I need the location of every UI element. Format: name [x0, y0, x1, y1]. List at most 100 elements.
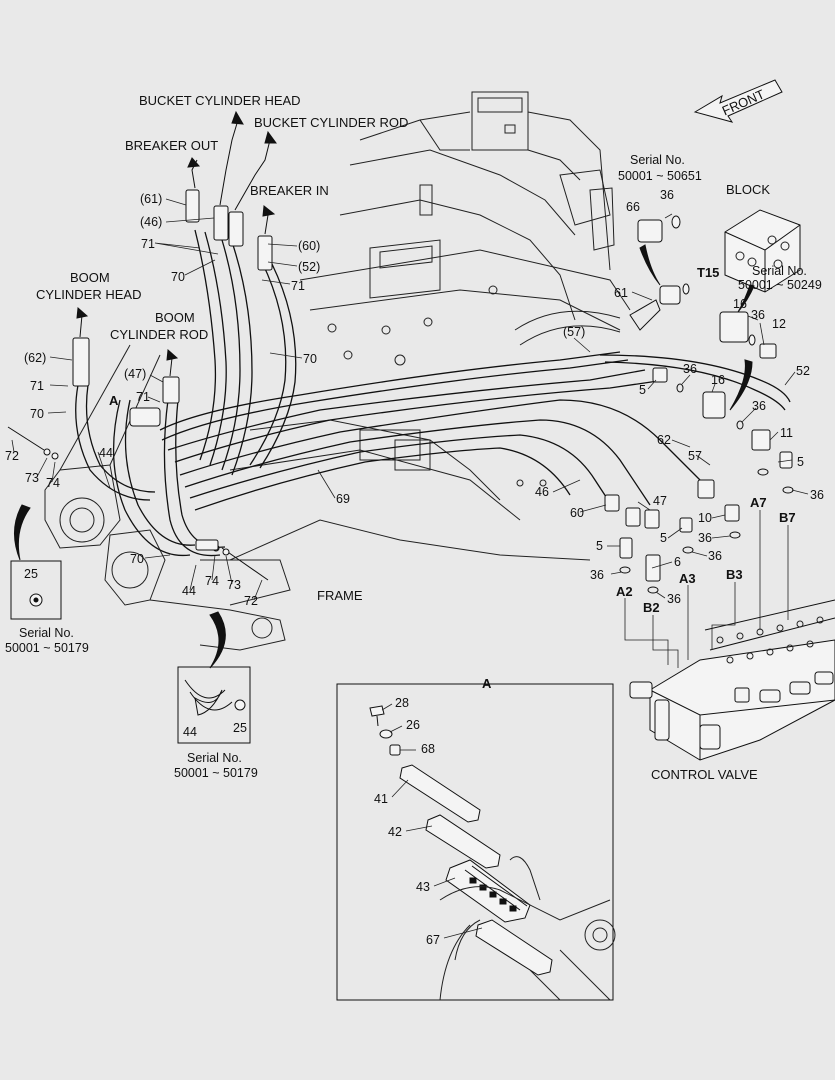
serial-top-range: 50001 ~ 50651 [618, 169, 702, 183]
port-b3: B3 [726, 567, 743, 582]
callout-74-left: 74 [46, 476, 60, 490]
caption-boom-cylinder-rod-2: CYLINDER ROD [110, 327, 208, 342]
view-a-marker: A [109, 393, 119, 408]
caption-boom-cylinder-head-2: CYLINDER HEAD [36, 287, 141, 302]
callout-16-block: 16 [733, 297, 747, 311]
callout-36-a: 36 [683, 362, 697, 376]
callout-52-right: 52 [796, 364, 810, 378]
callout-36-g: 36 [667, 592, 681, 606]
callout-36-e: 36 [590, 568, 604, 582]
callout-5-d: 5 [596, 539, 603, 553]
port-a7: A7 [750, 495, 767, 510]
caption-breaker-out: BREAKER OUT [125, 138, 218, 153]
callout-60-paren: (60) [298, 239, 320, 253]
captions: BUCKET CYLINDER HEAD BUCKET CYLINDER ROD… [36, 86, 770, 782]
callout-12-block: 12 [772, 317, 786, 331]
callout-6: 6 [674, 555, 681, 569]
detail-a-title: A [482, 676, 492, 691]
callout-71-left: 71 [30, 379, 44, 393]
port-b2: B2 [643, 600, 660, 615]
callout-67: 67 [426, 933, 440, 947]
callout-36-b: 36 [752, 399, 766, 413]
caption-boom-cylinder-head-1: BOOM [70, 270, 110, 285]
caption-block: BLOCK [726, 182, 770, 197]
serial-mid-label: Serial No. [187, 751, 242, 765]
callout-36-d: 36 [708, 549, 722, 563]
callout-5-c: 5 [660, 531, 667, 545]
hose-bundle [75, 229, 791, 557]
callout-36-top: 36 [660, 188, 674, 202]
callout-36-block: 36 [751, 308, 765, 322]
serial-mid-range: 50001 ~ 50179 [174, 766, 258, 780]
caption-front: FRONT [720, 86, 767, 118]
port-a3: A3 [679, 571, 696, 586]
callout-43: 43 [416, 880, 430, 894]
callout-26: 26 [406, 718, 420, 732]
callout-70-mid: 70 [303, 352, 317, 366]
callout-46-paren: (46) [140, 215, 162, 229]
serial-inset-mid [177, 666, 251, 744]
serial-inset-left [10, 560, 62, 620]
serial-block-range: 50001 ~ 50249 [738, 278, 822, 292]
serial-block-label: Serial No. [752, 264, 807, 278]
callout-62-right: 62 [657, 433, 671, 447]
caption-bucket-cylinder-head: BUCKET CYLINDER HEAD [139, 93, 301, 108]
fittings [7, 189, 794, 594]
callout-25-left: 25 [24, 567, 38, 581]
clip-25-left [29, 593, 43, 607]
port-b7: B7 [779, 510, 796, 525]
serial-left-range: 50001 ~ 50179 [5, 641, 89, 655]
callout-16-mid: 16 [711, 373, 725, 387]
part-callouts: (61) (46) 71 70 (60) (52) 71 70 (62) 71 … [5, 188, 824, 947]
callout-71-mid: 71 [136, 390, 150, 404]
callout-10: 10 [698, 511, 712, 525]
callout-41: 41 [374, 792, 388, 806]
caption-breaker-in: BREAKER IN [250, 183, 329, 198]
serial-top-label: Serial No. [630, 153, 685, 167]
callout-44-inset: 44 [183, 725, 197, 739]
callout-73-left: 73 [25, 471, 39, 485]
callout-72-right: 72 [244, 594, 258, 608]
detail-a-parts [369, 705, 616, 1001]
caption-control-valve: CONTROL VALVE [651, 767, 758, 782]
callout-72-left: 72 [5, 449, 19, 463]
callout-61-paren: (61) [140, 192, 162, 206]
caption-bucket-cylinder-rod: BUCKET CYLINDER ROD [254, 115, 408, 130]
front-arrow [693, 79, 783, 123]
callout-57-paren: (57) [563, 325, 585, 339]
callout-46-right: 46 [535, 485, 549, 499]
callout-leaders [11, 198, 809, 939]
callout-62-paren: (62) [24, 351, 46, 365]
callout-5-b: 5 [797, 455, 804, 469]
callout-47-paren: (47) [124, 367, 146, 381]
callout-57-right: 57 [688, 449, 702, 463]
callout-44-bottom: 44 [182, 584, 196, 598]
detail-a-box [336, 683, 614, 1001]
callout-60-right: 60 [570, 506, 584, 520]
callout-66: 66 [626, 200, 640, 214]
port-t15: T15 [697, 265, 719, 280]
boom-foot-structure [44, 344, 291, 651]
callout-74-right: 74 [205, 574, 219, 588]
callout-25-inset: 25 [233, 721, 247, 735]
control-valve-assembly [629, 599, 835, 761]
callout-61-right: 61 [614, 286, 628, 300]
valve-block [724, 209, 801, 293]
callout-42: 42 [388, 825, 402, 839]
callout-69: 69 [336, 492, 350, 506]
callout-36-f: 36 [810, 488, 824, 502]
callout-70-bottom: 70 [130, 552, 144, 566]
port-leader-lines [624, 510, 789, 668]
callout-36-c: 36 [698, 531, 712, 545]
callout-71-right: 71 [291, 279, 305, 293]
caption-frame: FRAME [317, 588, 363, 603]
callout-52-paren: (52) [298, 260, 320, 274]
caption-boom-cylinder-rod-1: BOOM [155, 310, 195, 325]
port-labels: T15 A2 B2 A3 B3 A7 B7 [616, 265, 796, 615]
callout-44-left: 44 [99, 446, 113, 460]
serial-leaders [14, 244, 755, 669]
callout-11: 11 [780, 426, 793, 440]
callout-70-top: 70 [171, 270, 185, 284]
serial-labels: Serial No. 50001 ~ 50651 Serial No. 5000… [5, 153, 822, 780]
